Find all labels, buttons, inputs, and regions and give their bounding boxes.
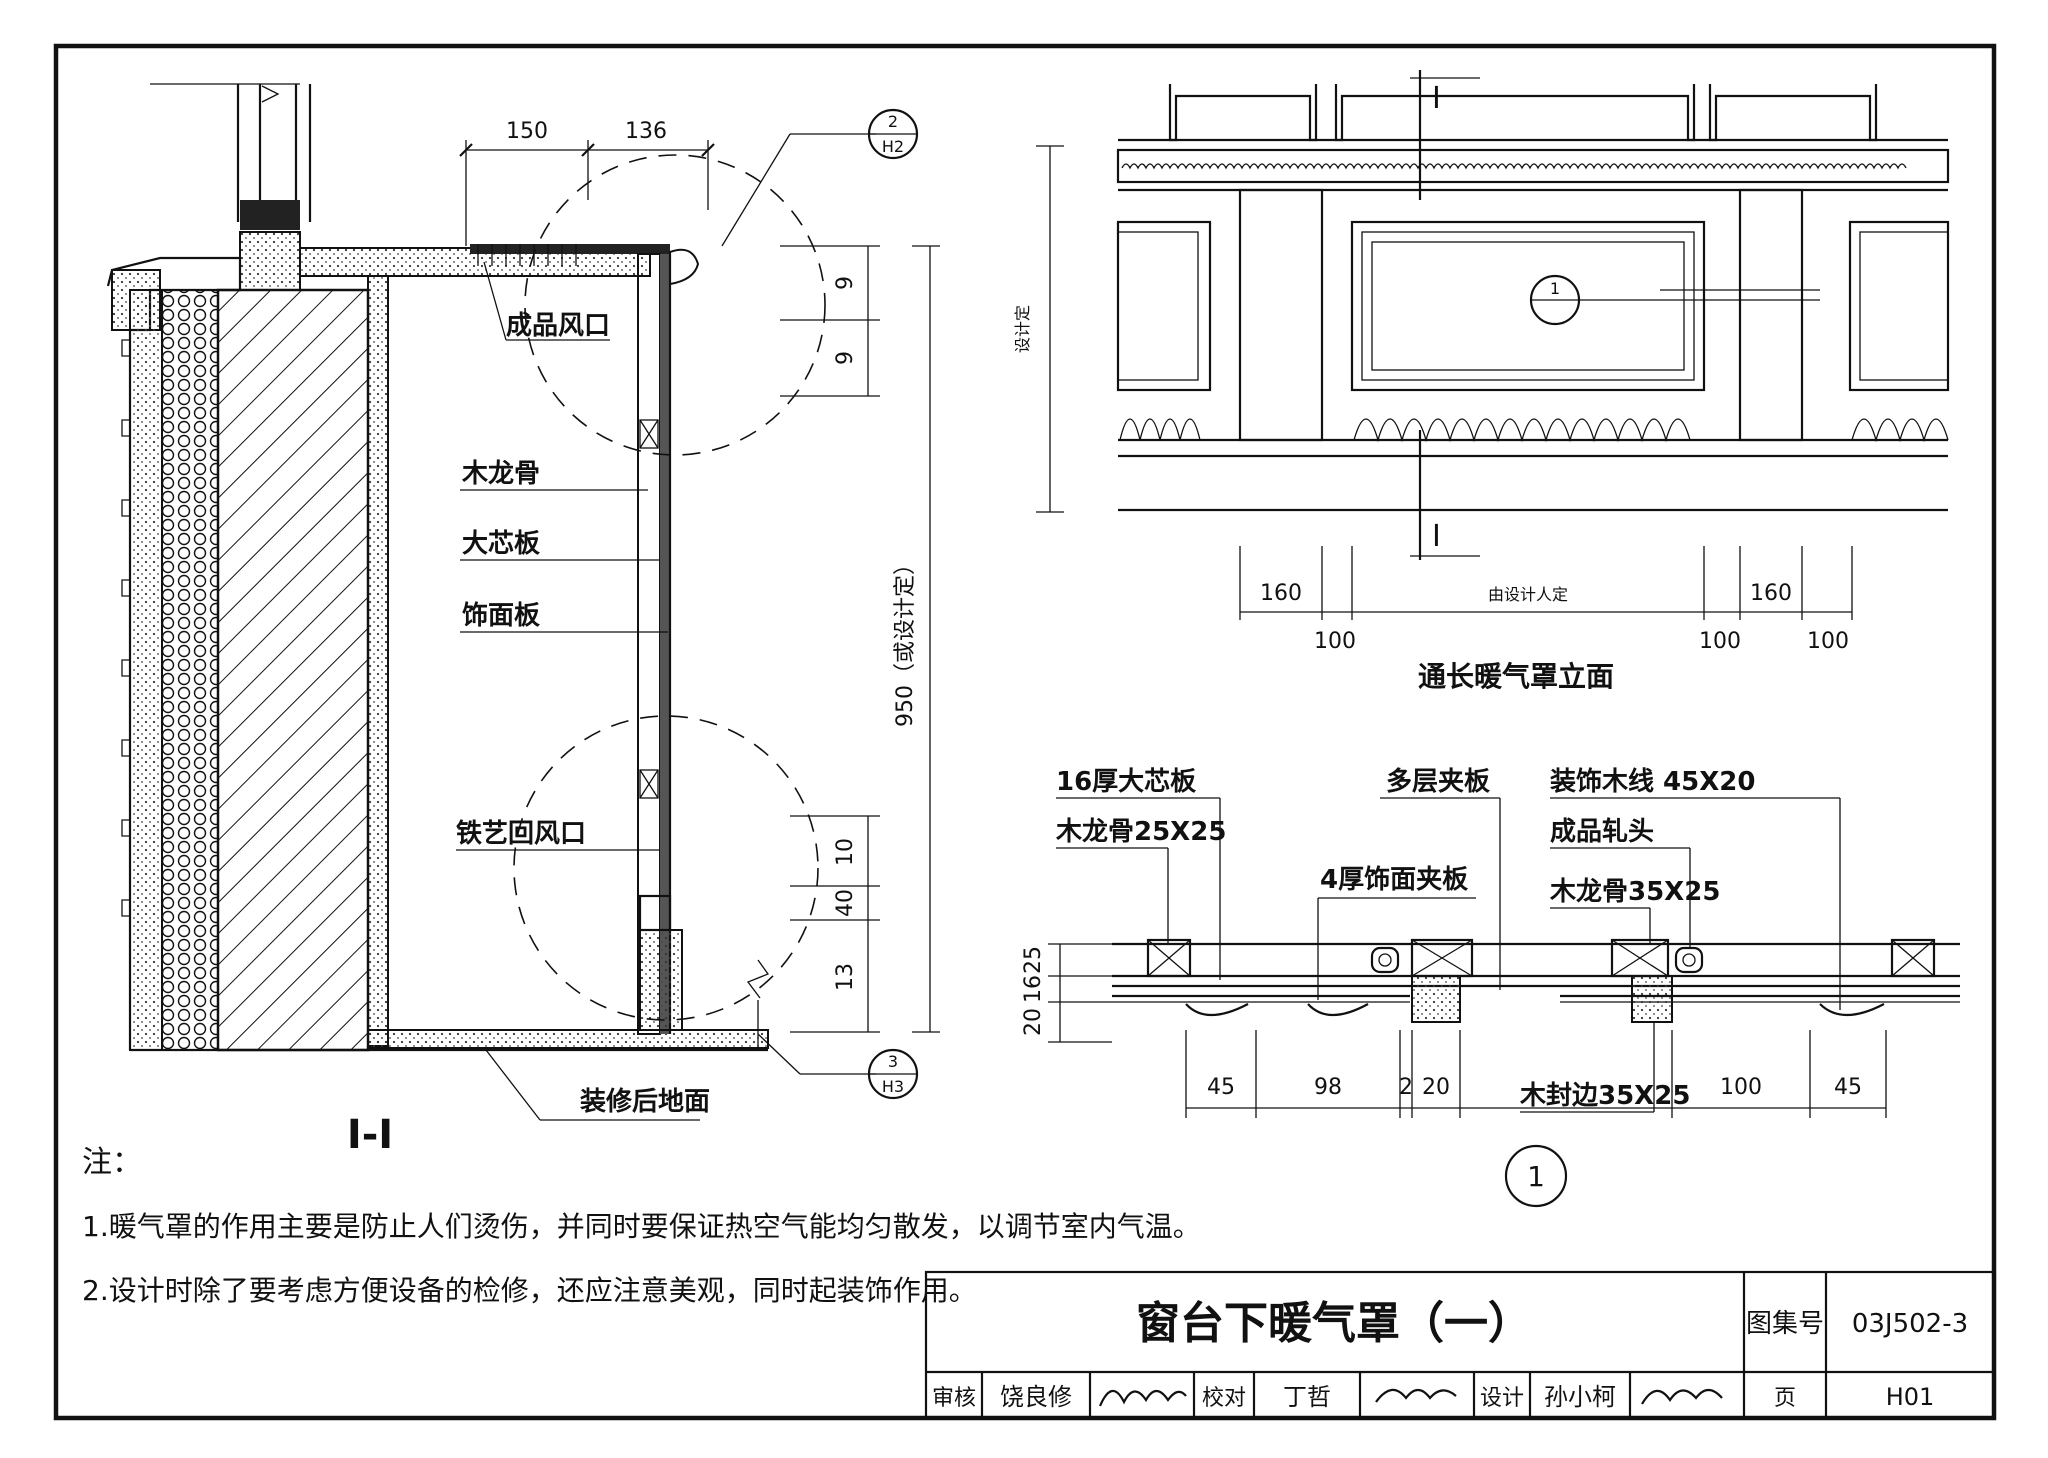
callout-ref-h2: H2: [882, 137, 904, 156]
label-keel: 木龙骨: [461, 459, 540, 489]
elev-dim-160b: 160: [1750, 581, 1792, 606]
dim-13: 13: [833, 963, 858, 991]
detail-number: 1: [1527, 1160, 1545, 1193]
label-trim: 装饰木线 45X20: [1550, 767, 1755, 797]
section-mark-top: I: [1432, 81, 1441, 116]
section-mark-bottom: I: [1432, 519, 1441, 554]
designer-name: 孙小柯: [1544, 1383, 1616, 1411]
label-face-ply-4: 4厚饰面夹板: [1320, 865, 1468, 895]
detail-dim-100: 100: [1720, 1075, 1762, 1100]
notes-heading: 注：: [82, 1145, 142, 1180]
detail-dim-left-25: 25: [1021, 946, 1046, 974]
note-1: 1.暖气罩的作用主要是防止人们烫伤，并同时要保证热空气能均匀散发，以调节室内气温…: [82, 1210, 1201, 1243]
detail-dim-left-16: 16: [1021, 975, 1046, 1003]
label-core-16: 16厚大芯板: [1056, 767, 1196, 797]
label-core-board: 大芯板: [462, 529, 540, 559]
section-view: 150 136 9 9 950（或设计定） 10 40 13 成品风口 木龙骨 …: [106, 83, 940, 1158]
atlas-value: 03J502-3: [1852, 1309, 1968, 1339]
design-label: 设计: [1480, 1386, 1524, 1411]
checker-name: 丁哲: [1283, 1383, 1331, 1411]
elev-dim-160a: 160: [1260, 581, 1302, 606]
drawing-title: 窗台下暖气罩（一）: [1136, 1298, 1532, 1349]
dim-136: 136: [625, 119, 667, 144]
callout-ref-h3: H3: [882, 1077, 904, 1096]
atlas-label: 图集号: [1746, 1309, 1824, 1339]
label-keel-35: 木龙骨35X25: [1549, 877, 1720, 907]
review-label: 审核: [932, 1386, 976, 1411]
label-face-board: 饰面板: [462, 601, 540, 631]
page-label: 页: [1774, 1386, 1796, 1411]
elevation-height-label: 设计定: [1013, 305, 1032, 353]
elevation-title: 通长暖气罩立面: [1418, 660, 1614, 693]
elevation-view: I I 1 设计定 160 100 由设计人定 100 160 100 通长暖气…: [1013, 70, 1950, 693]
check-label: 校对: [1202, 1386, 1246, 1411]
designer-signature: [1641, 1388, 1723, 1405]
detail-dim-45b: 45: [1834, 1075, 1862, 1100]
label-edge-35: 木封边35X25: [1519, 1081, 1690, 1111]
callout-num-2: 2: [888, 112, 898, 131]
dim-150: 150: [506, 119, 548, 144]
detail-dim-2: 2: [1399, 1075, 1413, 1100]
label-floor: 装修后地面: [580, 1086, 710, 1117]
elev-dim-mid: 由设计人定: [1488, 585, 1568, 604]
elev-dim-100c: 100: [1807, 629, 1849, 654]
detail-dim-98: 98: [1314, 1075, 1342, 1100]
detail-dim-left-20: 20: [1021, 1008, 1046, 1036]
note-2: 2.设计时除了要考虑方便设备的检修，还应注意美观，同时起装饰作用。: [82, 1274, 977, 1307]
title-block: 窗台下暖气罩（一） 图集号 03J502-3 审核 饶良修 校对 丁哲 设计 孙…: [924, 1270, 1996, 1420]
dim-40: 40: [833, 889, 858, 917]
reviewer-signature: [1098, 1389, 1187, 1407]
elev-dim-100b: 100: [1699, 629, 1741, 654]
detail-number-circle: [1504, 1144, 1568, 1208]
callout-num-3: 3: [888, 1052, 898, 1071]
elev-dim-100a: 100: [1314, 629, 1356, 654]
notes: 注： 1.暖气罩的作用主要是防止人们烫伤，并同时要保证热空气能均匀散发，以调节室…: [82, 1145, 1201, 1307]
dim-10: 10: [833, 838, 858, 866]
page-value: H01: [1886, 1383, 1935, 1411]
checker-signature: [1375, 1388, 1457, 1403]
dim-height-950: 950（或设计定）: [893, 553, 918, 727]
label-keel-25: 木龙骨25X25: [1055, 817, 1226, 847]
detail-dim-45a: 45: [1207, 1075, 1235, 1100]
dim-9a: 9: [833, 276, 858, 290]
label-return-vent: 铁艺回风口: [456, 818, 586, 849]
reviewer-name: 饶良修: [1000, 1383, 1072, 1411]
label-hinge: 成品轧头: [1550, 817, 1654, 847]
section-title: I-I: [347, 1112, 393, 1158]
label-vent: 成品风口: [506, 311, 610, 341]
elevation-callout-num: 1: [1550, 279, 1560, 298]
detail-dim-20: 20: [1422, 1075, 1450, 1100]
label-ply-multi: 多层夹板: [1386, 767, 1490, 797]
dim-9b: 9: [833, 351, 858, 365]
detail-view: 25 16 20 45 98 2 20 100 45 16厚大芯板 木龙骨25X…: [1021, 767, 1960, 1208]
